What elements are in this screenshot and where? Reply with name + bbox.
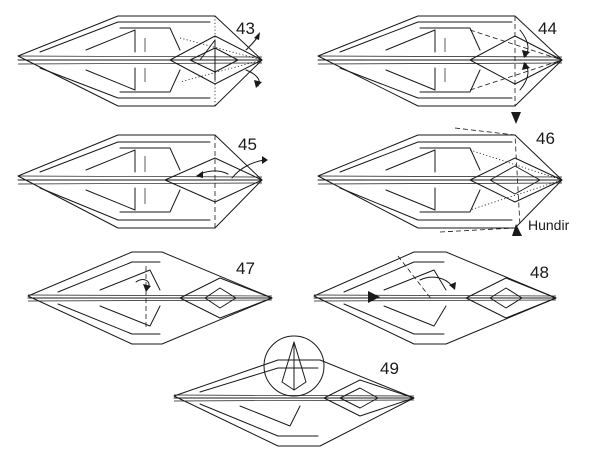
step-43-diagram: 43 xyxy=(17,15,264,107)
step-46-label: Hundir xyxy=(528,217,570,233)
step-number-48: 48 xyxy=(530,263,549,282)
step-49-diagram: 49 xyxy=(173,335,415,447)
step-number-44: 44 xyxy=(538,19,557,38)
step-46-diagram: 46 Hundir xyxy=(317,112,570,236)
step-45-diagram: 45 xyxy=(17,134,268,229)
step-47-diagram: 47 xyxy=(27,251,273,345)
detail-circle xyxy=(263,335,325,397)
step-number-45: 45 xyxy=(238,135,257,154)
step-44-diagram: 44 xyxy=(317,15,563,107)
step-number-47: 47 xyxy=(236,259,255,278)
step-number-46: 46 xyxy=(536,129,555,148)
step-number-49: 49 xyxy=(380,359,399,378)
step-48-diagram: 48 xyxy=(313,251,557,345)
step-number-43: 43 xyxy=(236,19,255,38)
